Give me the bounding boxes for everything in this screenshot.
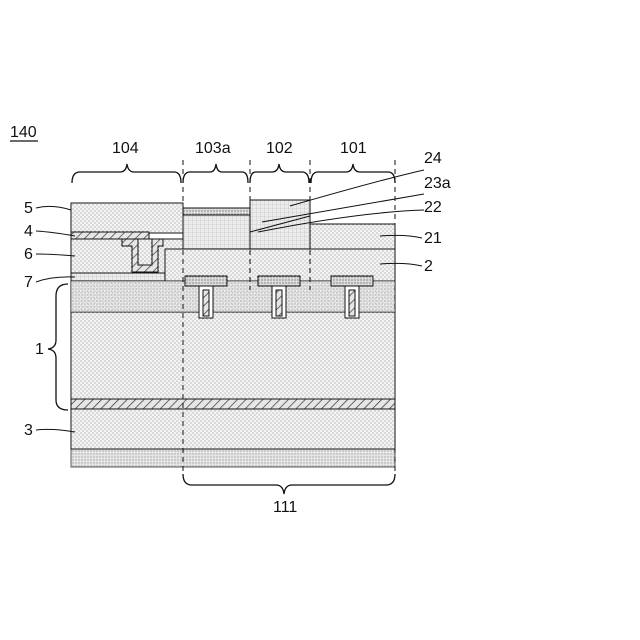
label-7: 7: [24, 274, 33, 291]
label-1: 1: [35, 341, 44, 358]
label-22: 22: [424, 199, 442, 216]
region-label-103a: 103a: [195, 140, 231, 157]
label-5: 5: [24, 200, 33, 217]
brace-104: [72, 164, 181, 183]
buried-layer: [71, 399, 395, 409]
brace-111: [183, 474, 395, 494]
label-3: 3: [24, 422, 33, 439]
leader-5: [36, 206, 71, 210]
bottom-layer: [71, 449, 395, 467]
leader-7: [36, 277, 75, 282]
layer-5: [71, 203, 183, 233]
leader-4: [36, 231, 75, 236]
label-23a: 23a: [424, 175, 451, 192]
figure-label: 140: [10, 124, 37, 141]
brace-1: [48, 284, 68, 410]
leader-3: [36, 429, 75, 432]
layer-3: [71, 409, 395, 449]
layer-24-103a: [183, 215, 250, 249]
label-24: 24: [424, 150, 442, 167]
region-label-102: 102: [266, 140, 293, 157]
layer-23a-top: [183, 208, 250, 215]
label-6: 6: [24, 246, 33, 263]
label-21: 21: [424, 230, 442, 247]
label-2: 2: [424, 258, 433, 275]
region-label-101: 101: [340, 140, 367, 157]
region-label-111: 111: [273, 499, 297, 516]
layer-4: [71, 232, 149, 239]
region-label-104: 104: [112, 140, 139, 157]
brace-103a: [183, 164, 248, 183]
brace-102: [250, 164, 309, 183]
label-4: 4: [24, 223, 33, 240]
leader-6: [36, 254, 75, 256]
layer-21: [310, 224, 395, 249]
